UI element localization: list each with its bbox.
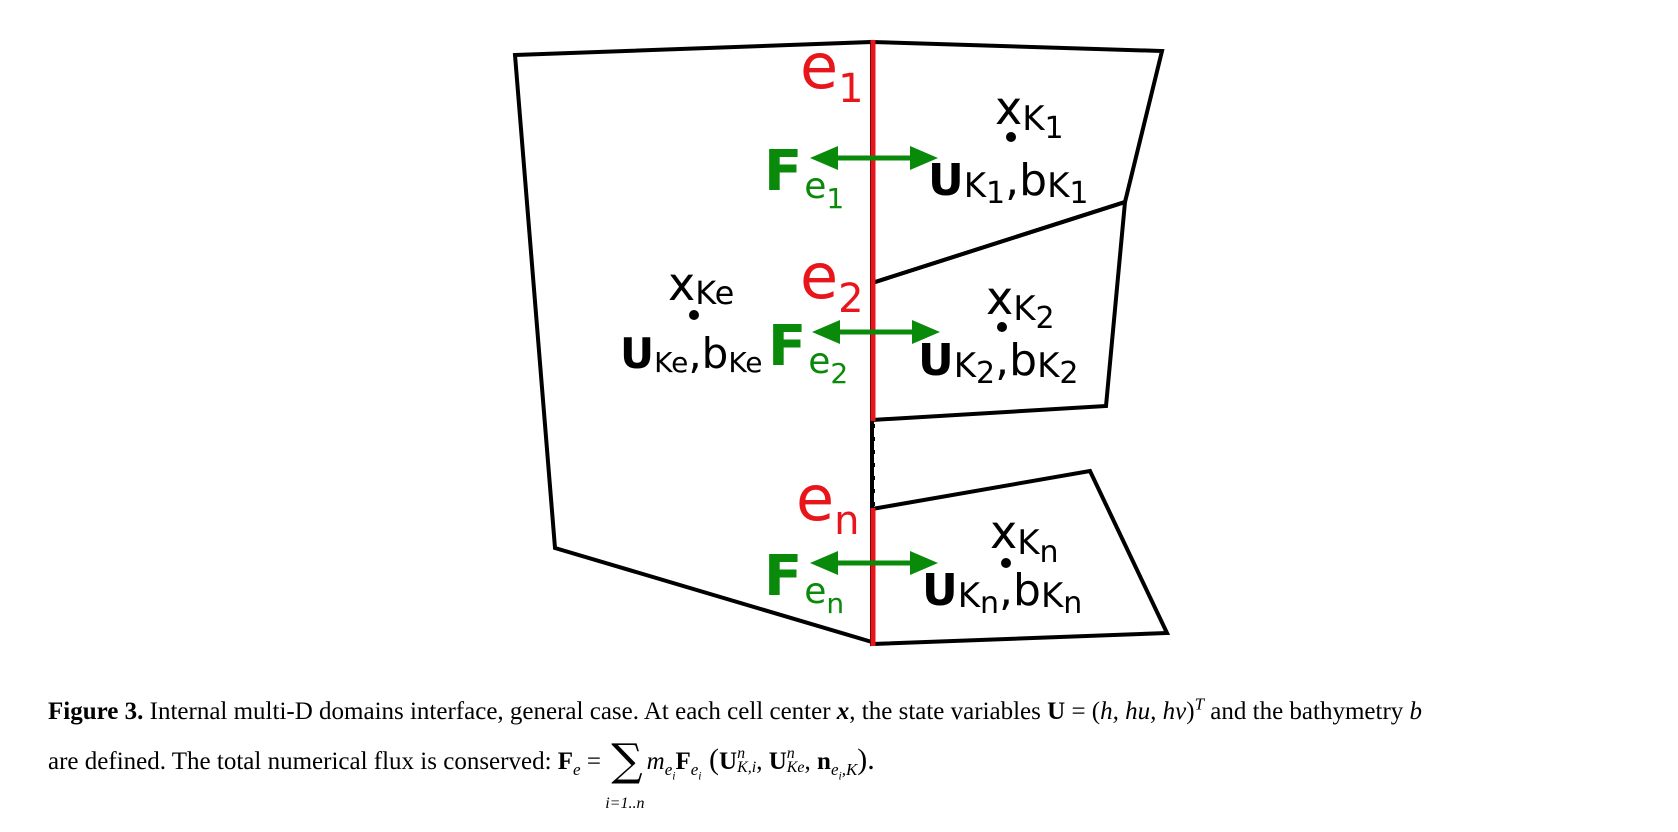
caption-x-symbol: x xyxy=(836,698,850,725)
caption-text-4: are defined. The total numerical flux is… xyxy=(48,748,558,775)
caption-sum-limits: i=1..n xyxy=(605,795,645,812)
state-label-kn: UKn,bKn xyxy=(922,565,1082,621)
caption-close: ) xyxy=(1186,698,1195,725)
caption-Fe-symbol: F xyxy=(557,748,574,775)
cell-center-label-kn: xKn xyxy=(990,505,1059,570)
caption-F-sub: ei xyxy=(690,760,702,783)
caption-open-paren: ( xyxy=(701,743,719,776)
caption-text-2: , the state variables xyxy=(849,698,1048,725)
edge-label-e1: e1 xyxy=(800,30,864,112)
figure-caption: Figure 3. Internal multi-D domains inter… xyxy=(48,688,1658,813)
caption-n-sub: ei,K xyxy=(830,760,858,783)
flux-label-fe2: Fe2 xyxy=(768,314,848,390)
cell-center-label-ke: xKe xyxy=(668,257,734,312)
flux-arrow-en xyxy=(810,551,938,575)
caption-comma-2: , xyxy=(804,748,818,775)
caption-sum-symbol: ∑ xyxy=(611,735,643,786)
caption-U-symbol: U xyxy=(1047,698,1066,725)
state-label-k1: UK1,bK1 xyxy=(928,155,1088,211)
cell-center-label-k1: xK1 xyxy=(995,81,1064,146)
flux-arrow-e2 xyxy=(812,320,940,344)
cell-center-dot-k2 xyxy=(997,322,1007,332)
caption-U2-symbol: U xyxy=(768,748,787,775)
caption-Fe-sub: e xyxy=(573,760,581,779)
caption-b-symbol: b xyxy=(1409,698,1423,725)
flux-label-fen: Fen xyxy=(764,544,844,620)
caption-m-sub: ei xyxy=(664,760,676,783)
caption-sum: ∑i=1..n xyxy=(605,739,644,813)
caption-transpose: T xyxy=(1194,694,1205,714)
flux-label-fe1: Fe1 xyxy=(764,139,844,215)
caption-text-3: and the bathymetry xyxy=(1204,698,1410,725)
caption-m-symbol: m xyxy=(646,748,665,775)
state-label-k2: UK2,bK2 xyxy=(918,335,1078,391)
figure-label: Figure 3. xyxy=(48,698,144,725)
caption-n-symbol: n xyxy=(817,748,831,775)
caption-text-1: Internal multi-D domains interface, gene… xyxy=(143,698,837,725)
caption-eq2: = xyxy=(580,748,608,775)
cell-center-dot-k1 xyxy=(1006,132,1016,142)
caption-F-symbol: F xyxy=(675,748,691,775)
edge-label-e2: e2 xyxy=(800,240,864,322)
flux-arrow-e1 xyxy=(810,146,938,170)
caption-state-vector: h, hu, hv xyxy=(1100,698,1187,725)
cell-center-label-k2: xK2 xyxy=(986,271,1055,336)
caption-comma-1: , xyxy=(756,748,769,775)
edge-label-en: en xyxy=(796,462,860,544)
caption-U1-symbol: U xyxy=(719,748,738,775)
cell-center-dot-ke xyxy=(689,310,699,320)
state-label-ke: UKe,bKe xyxy=(620,329,763,379)
cell-center-dot-kn xyxy=(1001,558,1011,568)
caption-eq: = ( xyxy=(1065,698,1101,725)
caption-end: ). xyxy=(857,743,875,776)
domain-interface-diagram: e1 e2 en Fe1 Fe2 Fen xKe UKe,bKe xK1 UK1… xyxy=(512,30,1171,647)
